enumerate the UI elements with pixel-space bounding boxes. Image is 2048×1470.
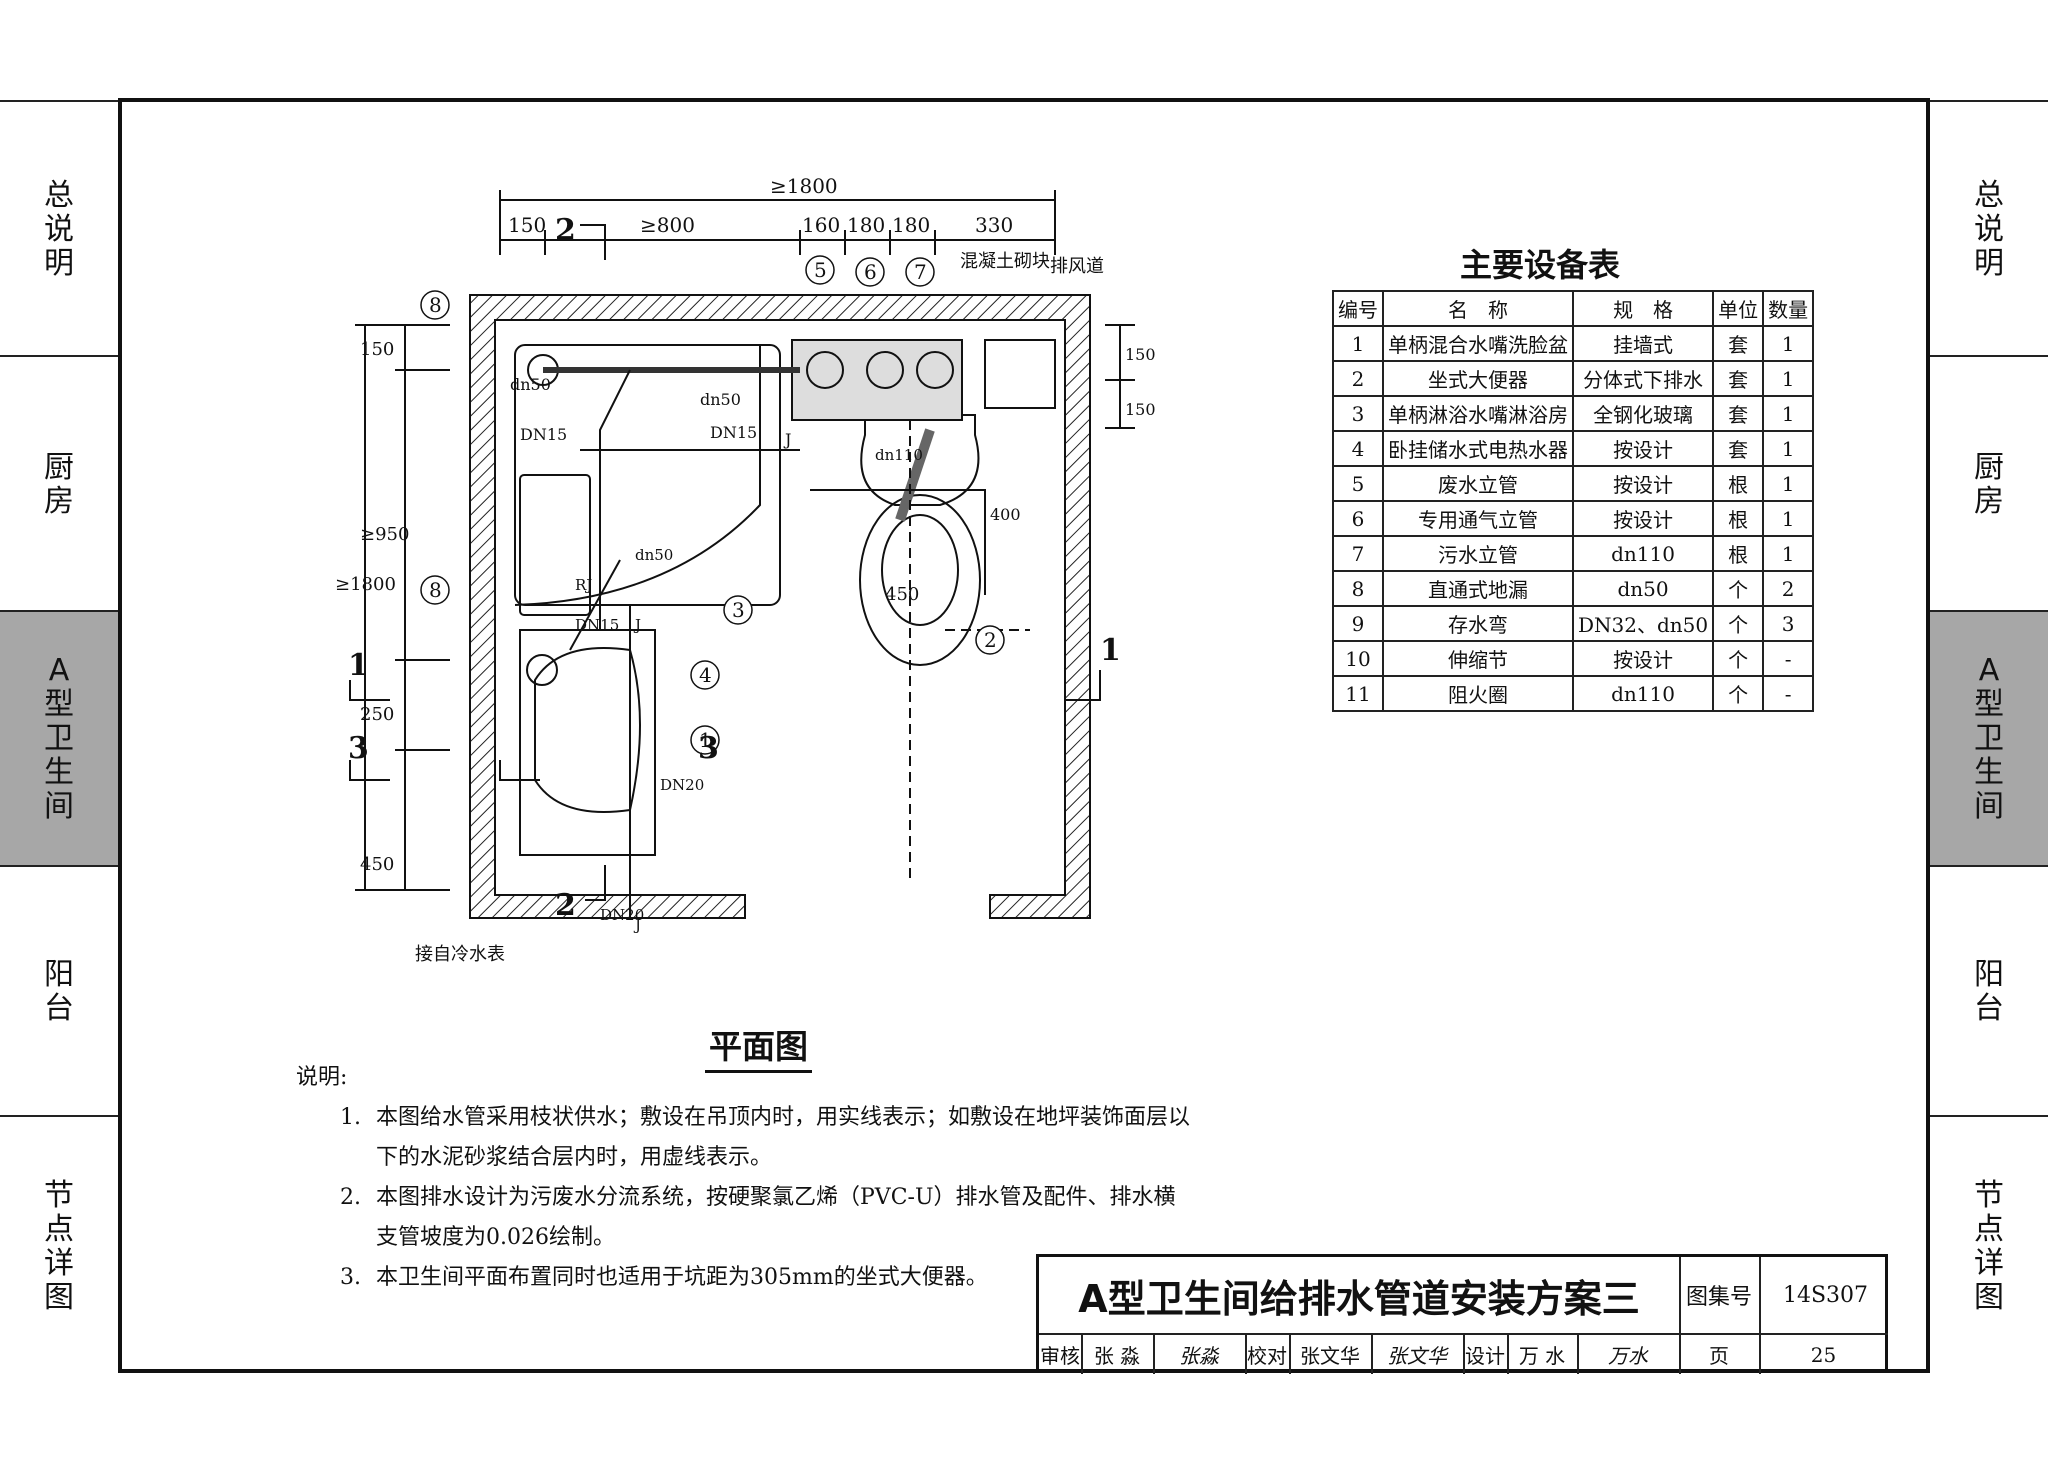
dim-top-800: ≥800: [640, 213, 695, 237]
plan-title: 平面图: [705, 1020, 812, 1073]
dim-left-950: ≥950: [360, 524, 409, 545]
dim-top-330: 330: [975, 213, 1013, 237]
section-1-left: 1: [348, 648, 369, 683]
tab-general[interactable]: 总说明: [0, 100, 118, 357]
signature-row: 审核 张 淼 张淼 校对 张文华 张文华 设计 万 水 万水 页 25: [1039, 1333, 1888, 1374]
callout-7: 7: [914, 260, 927, 284]
wall-outline: [469, 294, 1091, 919]
tab-kitchen[interactable]: 厨房: [1930, 355, 2048, 612]
tab-kitchen[interactable]: 厨房: [0, 355, 118, 612]
callout-3: 3: [732, 598, 745, 622]
dim-left-450: 450: [360, 854, 394, 875]
table-header-row: 编号 名 称 规 格 单位 数量: [1332, 290, 1815, 327]
label-dn50-v: dn50: [635, 546, 673, 564]
dim-top-180a: 180: [847, 213, 885, 237]
tab-balcony[interactable]: 阳台: [0, 865, 118, 1117]
right-section-tabs: 总说明 厨房 A型卫生间 阳台 节点详图: [1930, 100, 2048, 1375]
callout-8-top: 8: [429, 293, 442, 317]
note-item: 1.本图给水管采用枝状供水；敷设在吊顶内时，用实线表示；如敷设在地坪装饰面层以下…: [340, 1105, 1191, 1170]
tab-node-details[interactable]: 节点详图: [0, 1115, 118, 1377]
label-dn110: dn110: [875, 446, 923, 464]
tab-node-details[interactable]: 节点详图: [1930, 1115, 2048, 1377]
page-number: 25: [1810, 1342, 1837, 1367]
callout-5: 5: [814, 258, 827, 282]
dim-top-160: 160: [802, 213, 840, 237]
title-block: A型卫生间给排水管道安装方案三 图集号 14S307 审核 张 淼 张淼 校对 …: [1036, 1254, 1890, 1374]
notes-heading: 说明:: [296, 1065, 348, 1090]
label-rj: RJ: [575, 576, 592, 594]
dim-left-overall: ≥1800: [335, 574, 396, 595]
label-dn15-a: DN15: [520, 425, 567, 444]
atlas-number: 14S307: [1759, 1257, 1890, 1333]
callout-8-bottom: 8: [429, 578, 442, 602]
section-1-right: 1: [1100, 633, 1121, 668]
designer-signature: 万水: [1577, 1335, 1681, 1374]
tab-general[interactable]: 总说明: [1930, 100, 2048, 357]
callout-2: 2: [984, 628, 997, 652]
drawing-frame: [118, 98, 1930, 1373]
callout-1: 1: [699, 728, 712, 752]
dim-right-150b: 150: [1125, 400, 1156, 419]
note-item: 3.本卫生间平面布置同时也适用于坑距为305mm的坐式大便器。: [340, 1265, 988, 1290]
dim-top-150: 150: [508, 213, 546, 237]
section-2-bottom: 2: [555, 888, 576, 923]
label-dn20-b: DN20: [600, 906, 644, 924]
callout-6: 6: [864, 260, 877, 284]
label-dn15-b: DN15: [710, 423, 757, 442]
label-j1: J: [783, 430, 791, 449]
label-dn50-a: dn50: [510, 375, 551, 394]
floor-plan: ≥1800 150 ≥800 160 180 180 330 混凝土砌块 排风道…: [335, 174, 1156, 965]
dim-top-overall: ≥1800: [770, 174, 838, 198]
dim-left-250: 250: [360, 704, 394, 725]
left-section-tabs: 总说明 厨房 A型卫生间 阳台 节点详图: [0, 100, 118, 1375]
note-item: 2.本图排水设计为污废水分流系统，按硬聚氯乙烯（PVC-U）排水管及配件、排水横…: [340, 1185, 1176, 1250]
tab-bathroom-a[interactable]: A型卫生间: [0, 610, 118, 867]
label-dn15-v: DN15: [575, 616, 619, 634]
section-3-right: 3: [698, 731, 719, 766]
tab-balcony[interactable]: 阳台: [1930, 865, 2048, 1117]
dim-400: 400: [990, 505, 1021, 524]
atlas-number-label: 图集号: [1685, 1285, 1752, 1310]
checker-signature: 张文华: [1371, 1335, 1465, 1374]
label-dn50-b: dn50: [700, 390, 741, 409]
dim-left-150: 150: [360, 339, 394, 360]
equipment-table-title: 主要设备表: [1460, 246, 1621, 284]
reviewer-signature: 张淼: [1153, 1335, 1247, 1374]
callout-4: 4: [699, 663, 712, 687]
label-dn20-a: DN20: [660, 776, 704, 794]
notes: 说明: 1.本图给水管采用枝状供水；敷设在吊顶内时，用实线表示；如敷设在地坪装饰…: [296, 1058, 1196, 1298]
dim-450: 450: [885, 584, 919, 605]
section-2-top: 2: [555, 213, 576, 248]
drawing-title: A型卫生间给排水管道安装方案三: [1039, 1257, 1681, 1333]
label-from-cold-meter: 接自冷水表: [415, 944, 505, 965]
dim-top-180b: 180: [892, 213, 930, 237]
label-j2: J: [633, 616, 641, 634]
tab-bathroom-a[interactable]: A型卫生间: [1930, 610, 2048, 867]
label-concrete-block: 混凝土砌块: [960, 251, 1050, 272]
label-exhaust-duct: 排风道: [1050, 256, 1104, 277]
section-3-left: 3: [348, 731, 369, 766]
label-j3: J: [633, 916, 641, 934]
dim-right-150a: 150: [1125, 345, 1156, 364]
